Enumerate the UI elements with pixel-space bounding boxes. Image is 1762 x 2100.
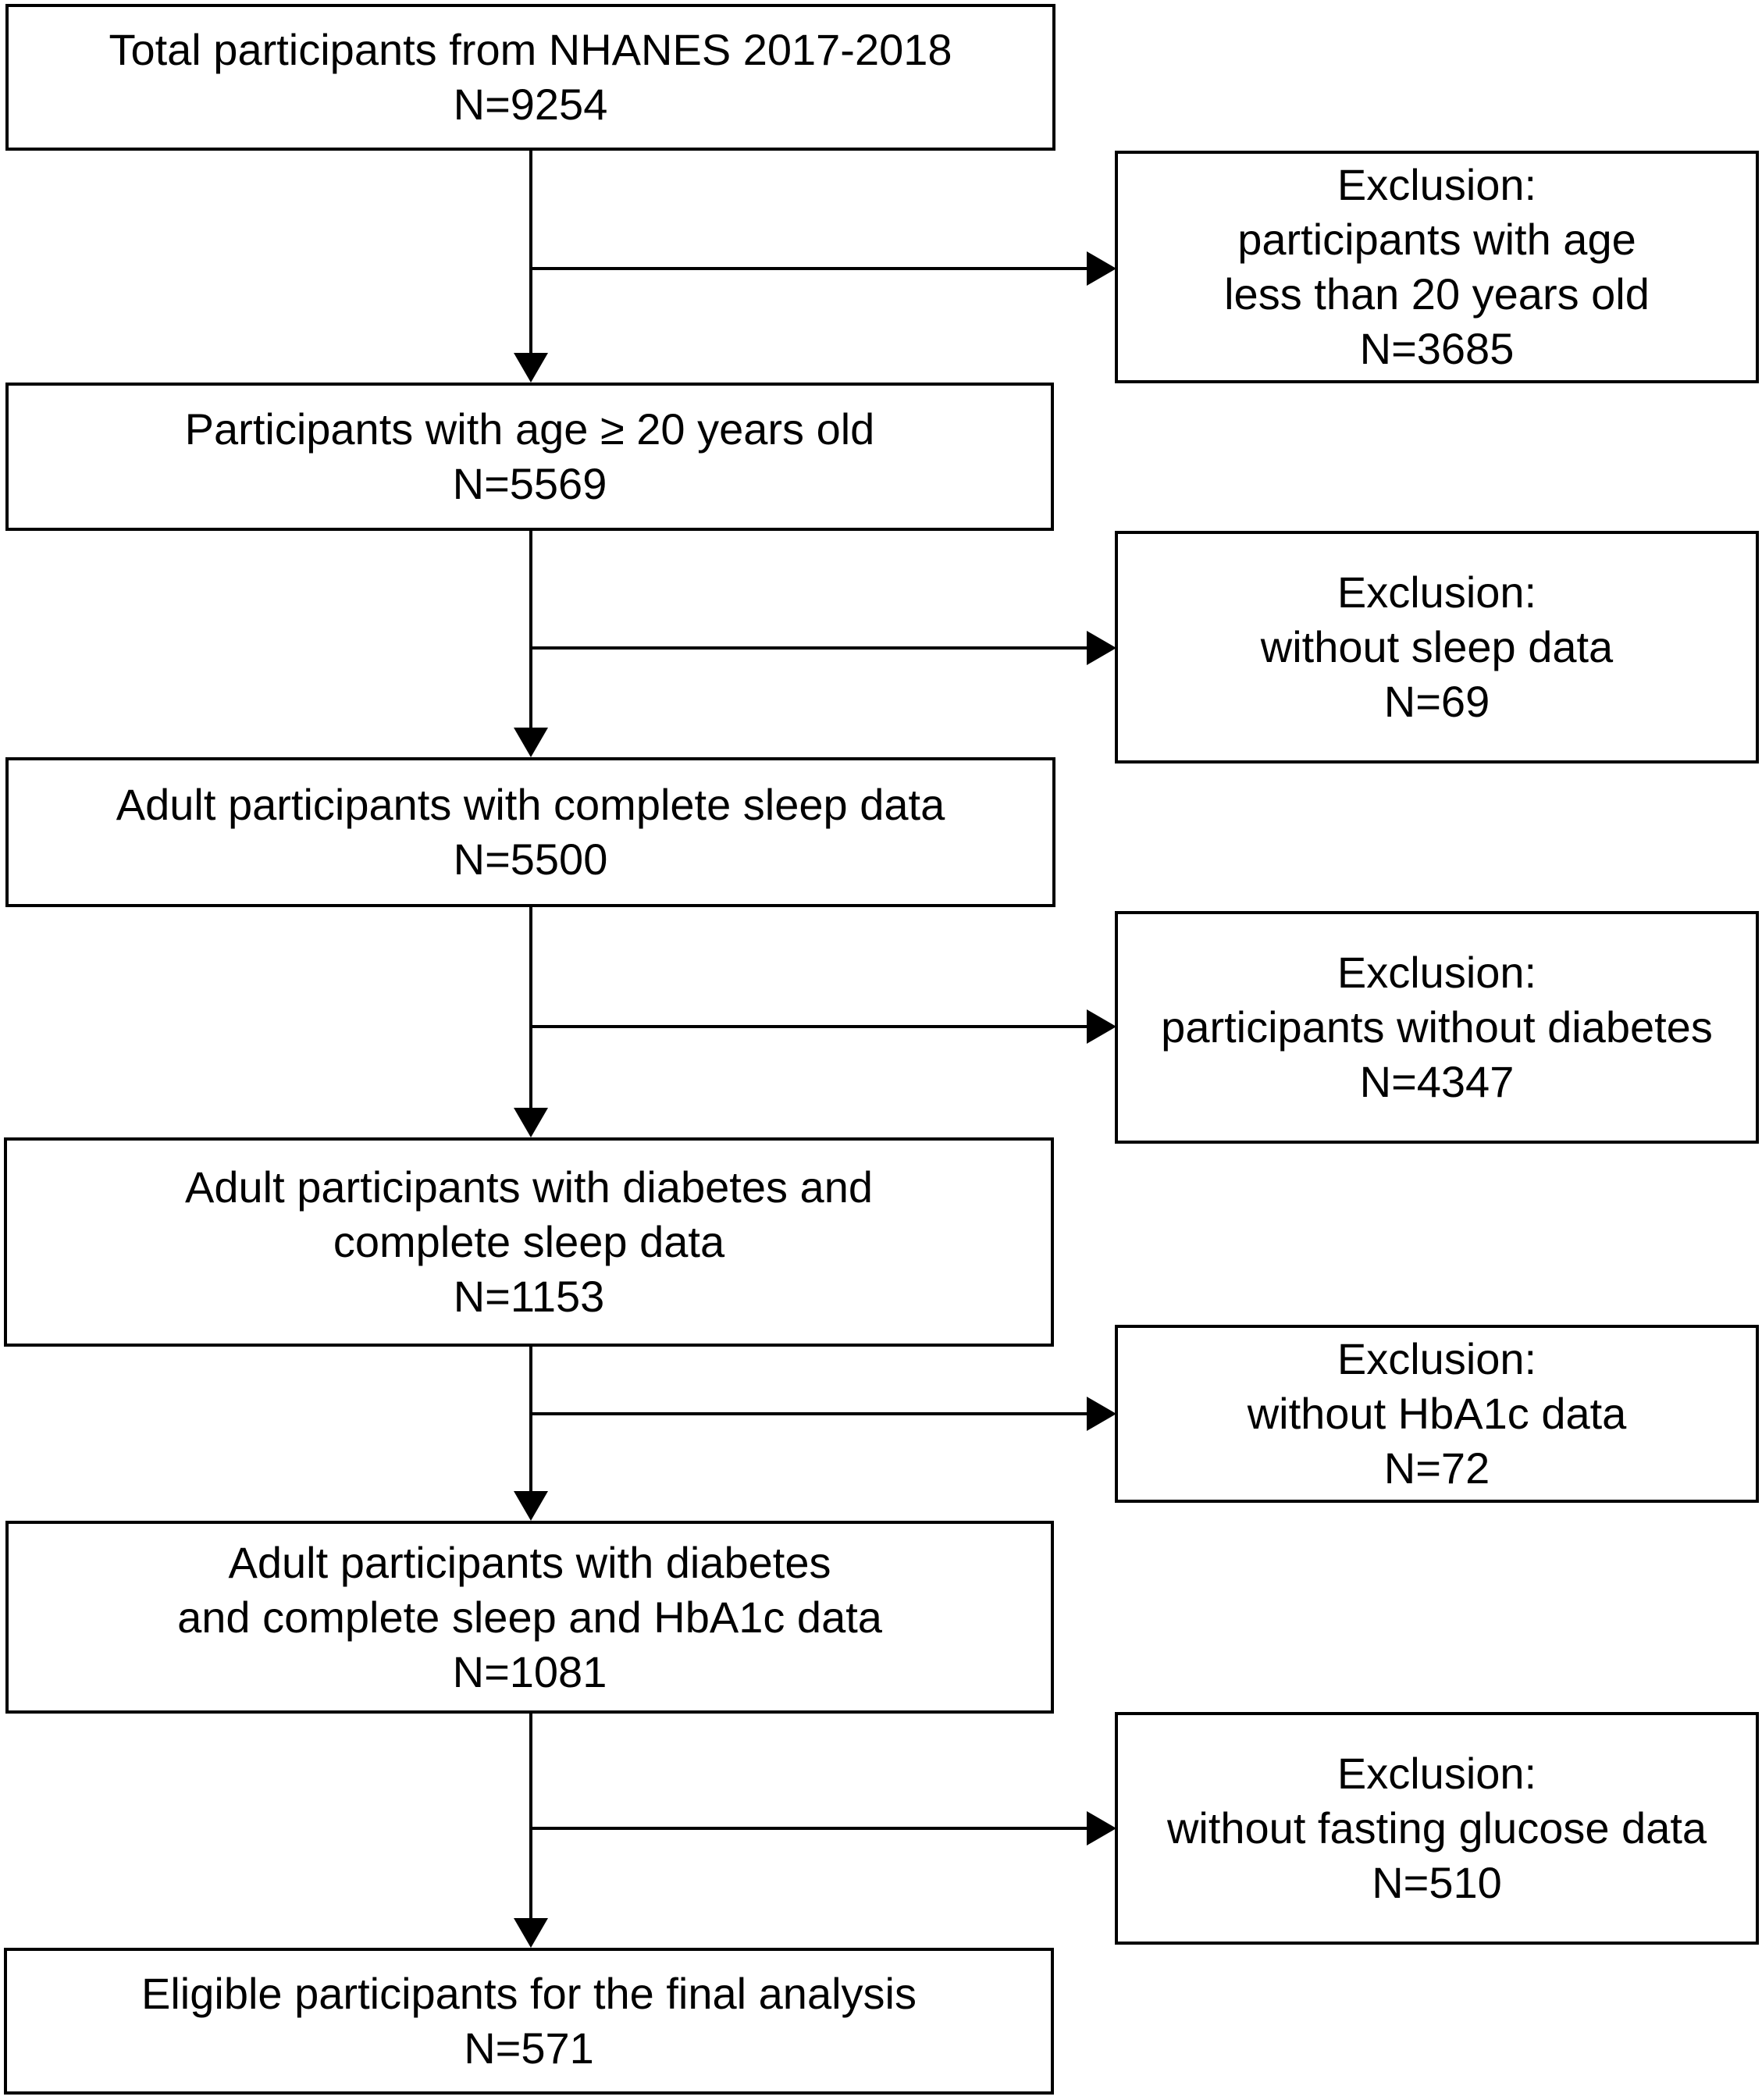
box-text-line: Adult participants with complete sleep d… [116,780,945,829]
box-count: N=5500 [453,835,608,884]
box-text-line: less than 20 years old [1224,269,1650,319]
branch-arrowhead-5 [1087,1811,1116,1846]
box-count: N=4347 [1359,1057,1515,1106]
vertical-arrowheads [514,353,548,1948]
branch-arrowhead-1 [1087,251,1116,286]
total-participants-box: Total participants from NHANES 2017-2018… [5,4,1055,151]
box-count: N=510 [1372,1858,1502,1907]
box-text-line: participants without diabetes [1161,1002,1713,1052]
vertical-arrowhead-3 [514,1108,548,1137]
branch-arrows [531,267,1087,1830]
vertical-arrowhead-2 [514,728,548,757]
box-text-line: Adult participants with diabetes and [185,1162,873,1212]
box-count: N=5569 [452,459,607,508]
box-text-line: Participants with age ≥ 20 years old [184,404,875,454]
box-text-line: without HbA1c data [1247,1389,1627,1438]
box-text-line: and complete sleep and HbA1c data [177,1592,882,1642]
exclusion-heading: Exclusion: [1337,1749,1537,1798]
box-count: N=3685 [1359,324,1515,373]
box-text-line: Eligible participants for the final anal… [141,1969,917,2018]
diabetes-sleep-hba1c-box: Adult participants with diabetes and com… [5,1521,1054,1714]
box-count: N=571 [464,2023,594,2073]
branch-arrowhead-2 [1087,631,1116,665]
box-count: N=72 [1383,1443,1490,1493]
exclusion-heading: Exclusion: [1337,160,1537,209]
branch-arrowhead-3 [1087,1009,1116,1044]
exclusion-heading: Exclusion: [1337,1334,1537,1383]
diabetes-sleep-data-box: Adult participants with diabetes and com… [4,1137,1054,1347]
box-text-line: without fasting glucose data [1166,1803,1707,1853]
branch-arrowheads [1087,251,1116,1846]
box-text-line: without sleep data [1260,622,1614,671]
box-count: N=69 [1383,677,1490,726]
box-count: N=1153 [453,1272,605,1321]
exclusion-diabetes-box: Exclusion: participants without diabetes… [1115,911,1759,1144]
box-count: N=1081 [452,1646,607,1696]
box-text-line: participants with age [1237,215,1636,264]
exclusion-hba1c-box: Exclusion: without HbA1c data N=72 [1115,1325,1759,1503]
exclusion-heading: Exclusion: [1337,948,1537,997]
box-count: N=9254 [453,80,608,129]
age-20-plus-box: Participants with age ≥ 20 years old N=5… [5,383,1054,531]
exclusion-sleep-box: Exclusion: without sleep data N=69 [1115,531,1759,763]
exclusion-fasting-glucose-box: Exclusion: without fasting glucose data … [1115,1712,1759,1945]
eligible-participants-box: Eligible participants for the final anal… [4,1948,1054,2095]
exclusion-heading: Exclusion: [1337,568,1537,617]
box-text-line: complete sleep data [333,1217,725,1266]
vertical-arrowhead-1 [514,353,548,383]
box-text-line: Total participants from NHANES 2017-2018 [109,25,952,74]
box-text-line: Adult participants with diabetes [228,1537,831,1587]
complete-sleep-data-box: Adult participants with complete sleep d… [5,757,1055,907]
vertical-arrowhead-4 [514,1491,548,1521]
exclusion-age-box: Exclusion: participants with age less th… [1115,151,1759,383]
branch-arrowhead-4 [1087,1397,1116,1431]
vertical-arrowhead-5 [514,1918,548,1948]
